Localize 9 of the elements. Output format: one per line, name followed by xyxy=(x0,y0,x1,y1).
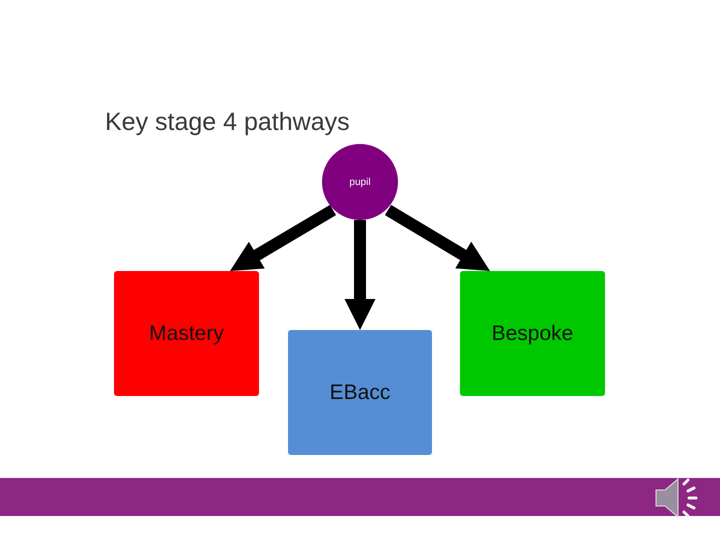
node-label: Bespoke xyxy=(492,322,574,346)
pathway-box xyxy=(288,330,432,455)
node-label: pupil xyxy=(349,176,371,188)
pathway-box xyxy=(460,271,605,396)
node-label: Mastery xyxy=(149,322,224,346)
node-label: EBacc xyxy=(330,380,390,404)
title: Key stage 4 pathways xyxy=(105,108,350,137)
pathway-box xyxy=(114,271,259,396)
arrow xyxy=(344,220,376,330)
